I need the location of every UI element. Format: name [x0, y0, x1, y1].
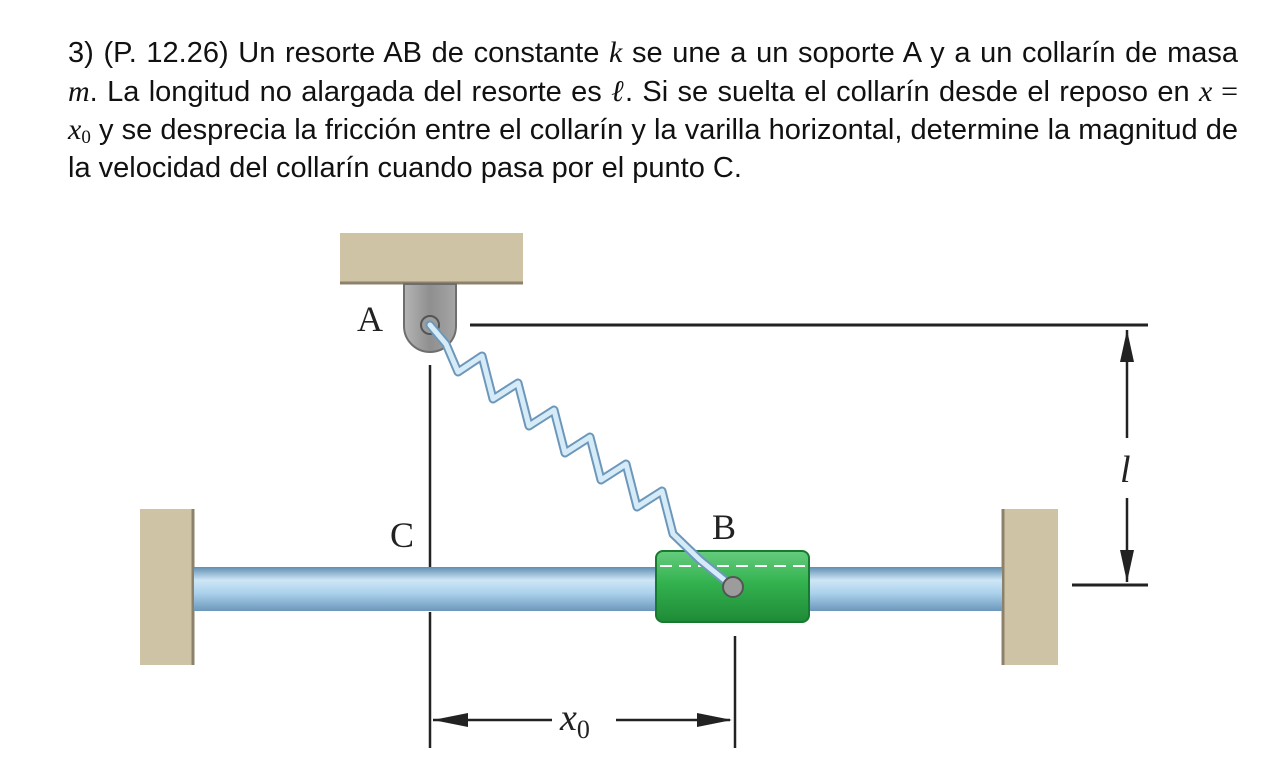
right-wall: [1002, 509, 1058, 665]
var-x0: x0: [68, 113, 91, 148]
var-x0-base: x: [68, 113, 82, 146]
horizontal-rod: [194, 567, 1002, 611]
x0-arrowhead-right: [697, 713, 732, 727]
equals-sign: =: [1212, 74, 1238, 108]
problem-text-5: y se desprecia la fricción entre el coll…: [68, 114, 1238, 184]
var-k: k: [609, 36, 623, 69]
var-x: x: [1198, 74, 1213, 108]
left-wall: [140, 509, 194, 665]
label-x0-sub: 0: [577, 715, 590, 744]
label-c: C: [390, 515, 414, 555]
pin-b: [722, 576, 744, 598]
var-ell: ℓ: [611, 74, 625, 108]
label-a: A: [357, 299, 383, 339]
ceiling-support: [340, 233, 523, 283]
spring-ab: [427, 322, 736, 590]
var-m: m: [68, 74, 90, 108]
label-x0: x0: [559, 697, 590, 744]
label-l: l: [1120, 449, 1131, 491]
l-label-gap: [1112, 438, 1142, 498]
l-arrowhead-top: [1120, 330, 1134, 362]
problem-text-3: . La longitud no alargada del resorte es: [89, 75, 612, 108]
label-x0-base: x: [559, 697, 577, 739]
var-x0-sub: 0: [81, 127, 91, 148]
problem-text-2: se une a un soporte A y a un collarín de…: [622, 37, 1238, 69]
x0-arrowhead-left: [433, 713, 468, 727]
problem-text-1: 3) (P. 12.26) Un resorte AB de constante: [68, 37, 609, 69]
l-arrowhead-bottom: [1120, 550, 1134, 582]
label-b: B: [712, 507, 736, 547]
problem-statement: 3) (P. 12.26) Un resorte AB de constante…: [68, 34, 1238, 187]
problem-text-4: . Si se suelta el collarín desde el repo…: [624, 75, 1199, 108]
